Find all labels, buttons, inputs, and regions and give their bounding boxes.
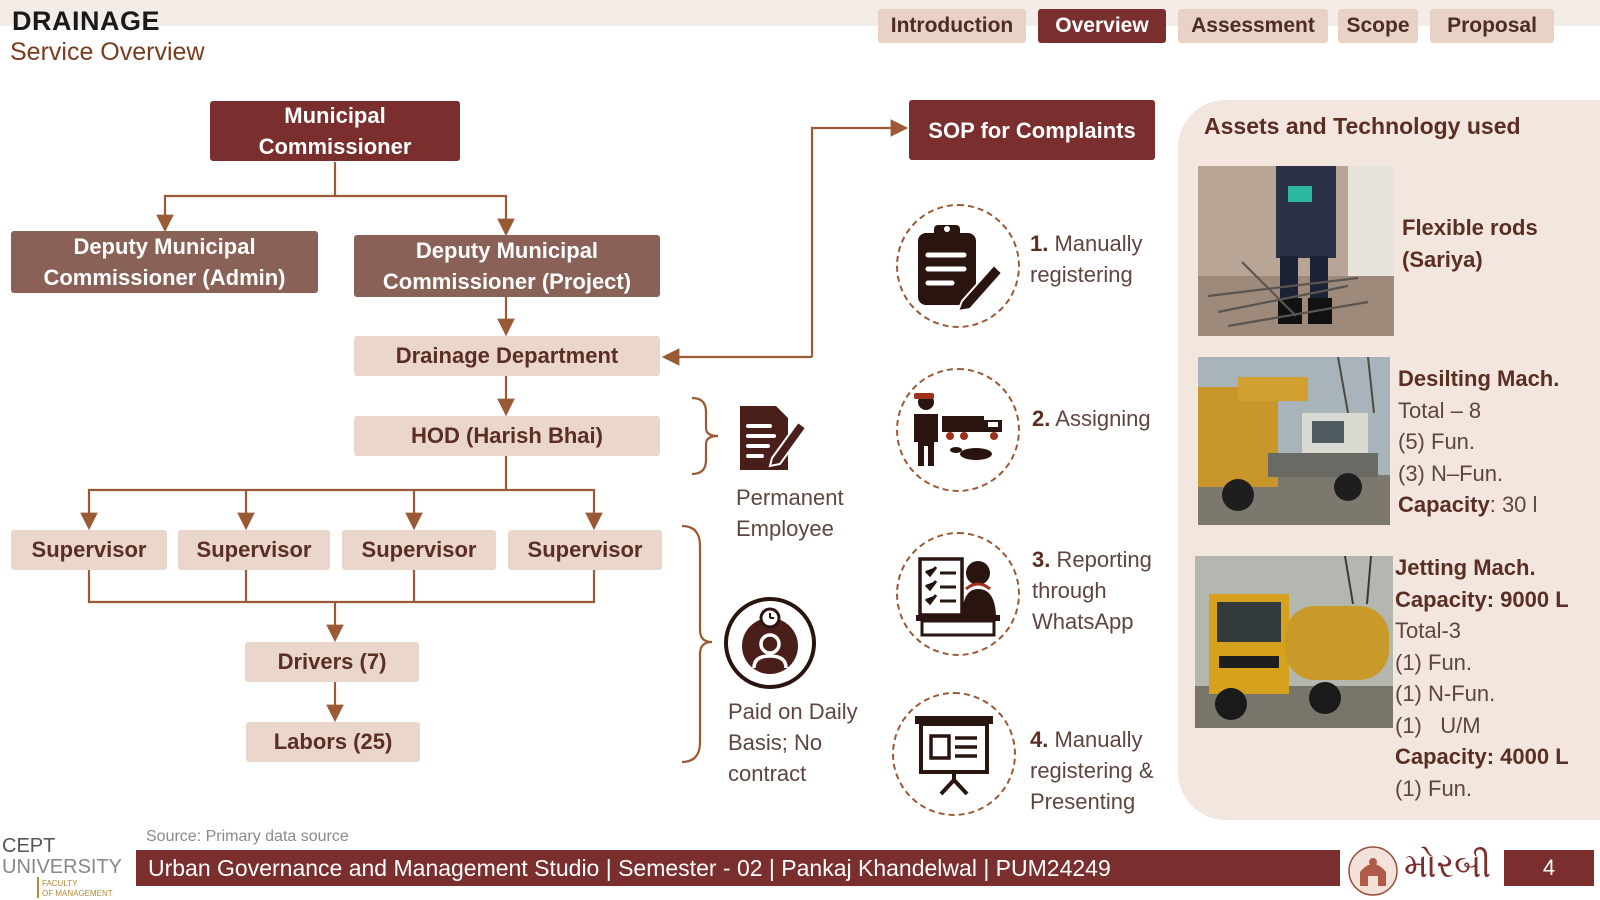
permanent-line2: Employee — [736, 516, 834, 541]
desilting-fun: (5) Fun. — [1398, 429, 1476, 454]
daily-worker-icon — [724, 597, 816, 689]
sop-step2-text: 2. Assigning — [1032, 403, 1151, 434]
tab-overview[interactable]: Overview — [1038, 9, 1166, 43]
jetting-machine-details: Jetting Mach. Capacity: 9000 L Total-3 (… — [1395, 552, 1569, 804]
tab-introduction[interactable]: Introduction — [878, 9, 1026, 43]
worker-truck-icon — [914, 393, 1002, 466]
svg-text:CEPT: CEPT — [2, 835, 55, 857]
drainage-department-box: Drainage Department — [354, 336, 660, 376]
desilting-name: Desilting Mach. — [1398, 366, 1560, 391]
commissioner-line2: Commissioner — [258, 134, 412, 159]
supervisor-box-3: Supervisor — [342, 530, 496, 570]
sop-step4-text: 4. Manually registering & Presenting — [1030, 724, 1154, 817]
sop-step4-num: 4. — [1030, 727, 1049, 752]
morbi-emblem-icon — [1348, 846, 1398, 896]
daily-line1: Paid on Daily — [728, 699, 858, 724]
sop-step3-line1: Reporting — [1056, 547, 1152, 572]
permanent-line1: Permanent — [736, 485, 844, 510]
sop-step1-text: 1. Manually registering — [1030, 228, 1143, 290]
rods-line2: (Sariya) — [1402, 246, 1483, 272]
sop-step2-num: 2. — [1032, 406, 1051, 431]
deputy-admin-line2: Commissioner (Admin) — [43, 265, 286, 290]
tab-assessment[interactable]: Assessment — [1178, 9, 1328, 43]
deputy-admin-line1: Deputy Municipal — [73, 234, 256, 259]
sop-step2-line1: Assigning — [1055, 406, 1151, 431]
sop-step1-circle — [896, 204, 1020, 328]
sop-step3-line3: WhatsApp — [1032, 609, 1134, 634]
jetting-name: Jetting Mach. — [1395, 555, 1536, 580]
daily-line3: contract — [728, 761, 807, 786]
jetting-capacity2: Capacity: 4000 L — [1395, 744, 1569, 769]
page-title: DRAINAGE — [12, 6, 161, 36]
sop-step3-num: 3. — [1032, 547, 1051, 572]
supervisor-box-1: Supervisor — [11, 530, 167, 570]
jetting-fun2: (1) Fun. — [1395, 775, 1473, 801]
tab-scope[interactable]: Scope — [1338, 9, 1418, 43]
jetting-machine-photo — [1195, 556, 1393, 728]
sop-step4-line1: Manually — [1054, 727, 1143, 752]
svg-text:UNIVERSITY: UNIVERSITY — [2, 856, 122, 878]
jetting-capacity1: Capacity: 9000 L — [1395, 586, 1569, 612]
hod-box: HOD (Harish Bhai) — [354, 416, 660, 456]
supervisor-box-4: Supervisor — [508, 530, 662, 570]
labors-box: Labors (25) — [246, 722, 420, 762]
footer-bar: Urban Governance and Management Studio |… — [136, 850, 1340, 886]
sop-step4-circle — [892, 692, 1016, 816]
drivers-box: Drivers (7) — [245, 642, 419, 682]
deputy-project-line1: Deputy Municipal — [415, 238, 599, 263]
flexible-rods-label: Flexible rods (Sariya) — [1402, 212, 1538, 275]
supervisor-box-2: Supervisor — [178, 530, 330, 570]
sop-step4-line3: Presenting — [1030, 789, 1136, 814]
clipboard-edit-icon — [918, 225, 1004, 311]
source-note: Source: Primary data source — [146, 828, 349, 845]
svg-text:OF MANAGEMENT: OF MANAGEMENT — [42, 889, 113, 898]
sop-step1-line2: registering — [1030, 262, 1133, 287]
assets-title: Assets and Technology used — [1204, 113, 1521, 139]
page-number: 4 — [1504, 850, 1594, 886]
desilting-capacity-value: : 30 l — [1489, 492, 1538, 517]
reporting-icon — [916, 557, 1000, 637]
sop-step3-circle — [896, 532, 1020, 656]
desilting-capacity-label: Capacity — [1398, 492, 1490, 517]
jetting-um: (1) U/M — [1395, 712, 1481, 738]
jetting-total: Total-3 — [1395, 618, 1462, 643]
deputy-project-line2: Commissioner (Project) — [382, 269, 632, 294]
svg-text:FACULTY: FACULTY — [42, 879, 78, 888]
sop-step1-line1: Manually — [1054, 231, 1143, 256]
daily-line2: Basis; No — [728, 730, 823, 755]
tab-proposal[interactable]: Proposal — [1430, 9, 1554, 43]
rods-line1: Flexible rods — [1402, 215, 1538, 240]
page-subtitle: Service Overview — [10, 38, 205, 66]
desilting-nfun: (3) N–Fun. — [1398, 460, 1504, 486]
cept-university-logo: CEPT UNIVERSITY FACULTY OF MANAGEMENT — [2, 835, 122, 898]
sop-step3-line2: through — [1032, 578, 1107, 603]
top-band — [0, 0, 1600, 26]
sop-step1-num: 1. — [1030, 231, 1049, 256]
commissioner-line1: Municipal — [284, 103, 386, 128]
sop-step4-line2: registering & — [1030, 758, 1154, 783]
jetting-fun: (1) Fun. — [1395, 649, 1473, 675]
desilting-total: Total – 8 — [1398, 397, 1482, 423]
sop-title-box: SOP for Complaints — [909, 100, 1155, 160]
desilting-machine-photo — [1198, 357, 1390, 525]
presentation-board-icon — [915, 716, 993, 796]
jetting-nfun: (1) N-Fun. — [1395, 681, 1496, 706]
desilting-machine-details: Desilting Mach. Total – 8 (5) Fun. (3) N… — [1398, 363, 1559, 521]
city-name: મોરબી — [1404, 846, 1492, 886]
document-edit-icon — [740, 406, 808, 470]
sop-step2-circle — [896, 368, 1020, 492]
flexible-rods-photo — [1198, 166, 1394, 336]
